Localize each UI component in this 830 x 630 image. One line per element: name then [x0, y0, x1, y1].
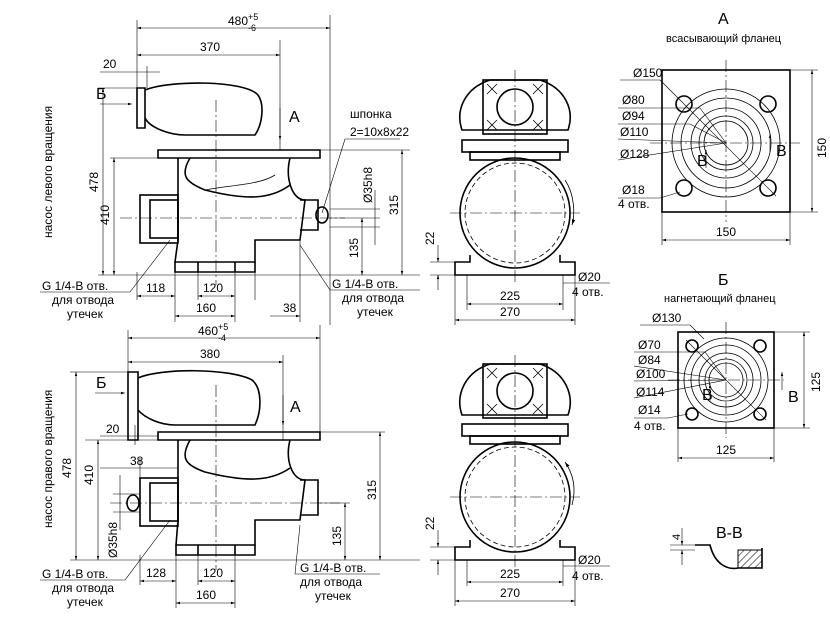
dim-38-top: 38	[283, 301, 297, 315]
hole-20-bottom: Ø20	[578, 553, 601, 567]
hole-20-top: Ø20	[578, 270, 601, 284]
section-dim-4: 4	[671, 534, 683, 540]
dim-160-top: 160	[196, 301, 216, 315]
flange-b-title: Б	[718, 272, 729, 289]
dim-478: 478	[87, 172, 101, 192]
drain-right-top-3: утечек	[357, 305, 394, 319]
drain-left-bottom-2: для отвода	[52, 581, 114, 595]
dim-270-bottom: 270	[500, 586, 520, 600]
dim-478-bottom: 478	[60, 458, 74, 478]
dim-270-top: 270	[500, 305, 520, 319]
flange-b-d84: Ø84	[638, 353, 661, 367]
section-vv: В-В 4	[670, 525, 763, 570]
dim-20-bottom: 20	[106, 422, 120, 436]
dim-480-tol-down: -6	[248, 23, 256, 33]
flange-b-section-left: В	[702, 387, 713, 404]
flange-b-holes-count: 4 отв.	[634, 419, 666, 433]
flange-b-side: 125	[809, 372, 823, 392]
section-title: В-В	[716, 525, 743, 542]
marker-b-bottom: Б	[96, 375, 107, 392]
bottom-end-view: 22 225 270 Ø20 4 отв.	[423, 355, 610, 606]
dim-380: 380	[200, 347, 220, 361]
flange-a-d110: Ø110	[620, 125, 649, 139]
drain-right-bottom-2: для отвода	[300, 575, 362, 589]
dim-410-bottom: 410	[82, 465, 96, 485]
rotation-label-right: насос правого вращения	[41, 390, 55, 528]
flange-a-section-right: В	[776, 143, 787, 160]
flange-a-d80: Ø80	[622, 93, 645, 107]
drain-left-bottom-3: утечек	[67, 595, 104, 609]
flange-a-section-left: В	[697, 153, 708, 170]
dim-118: 118	[146, 281, 165, 295]
key-title: шпонка	[350, 107, 392, 121]
drain-left-bottom-1: G 1/4-B отв.	[42, 567, 108, 581]
flange-a-side: 150	[815, 138, 829, 158]
flange-b-d114: Ø114	[636, 385, 665, 399]
flange-a-holes: Ø18	[622, 183, 645, 197]
drain-left-top-2: для отвода	[52, 293, 114, 307]
drain-left-top-3: утечек	[67, 307, 104, 321]
dim-120-top: 120	[203, 281, 223, 295]
flange-b-holes: Ø14	[638, 403, 661, 417]
holes-4-bottom: 4 отв.	[572, 569, 604, 583]
drain-left-top-1: G 1/4-B отв.	[42, 279, 108, 293]
flange-b-view: Б нагнетающий фланец Ø130 Ø70 Ø84 Ø100 Ø…	[633, 272, 823, 462]
marker-a-top: А	[289, 109, 300, 126]
dim-460-tol-down: -4	[218, 333, 226, 343]
drain-right-top-2: для отвода	[342, 291, 404, 305]
dim-225-bottom: 225	[500, 567, 520, 581]
flange-a-subtitle: всасывающий фланец	[666, 33, 782, 45]
flange-b-d100: Ø100	[636, 367, 666, 381]
flange-b-d70: Ø70	[638, 338, 661, 352]
flange-a-view: А всасывающий фланец Ø150 Ø80 Ø94 Ø110 Ø…	[617, 11, 829, 245]
dim-20-top: 20	[103, 57, 117, 71]
top-end-view: 22 225 270 Ø20 4 отв.	[423, 70, 610, 325]
dim-135: 135	[347, 238, 361, 258]
flange-a-bottom: 150	[716, 225, 736, 239]
flange-a-title: А	[718, 11, 729, 28]
drain-right-bottom-3: утечек	[315, 589, 352, 603]
dim-160-bottom: 160	[196, 588, 216, 602]
drain-right-bottom-1: G 1/4-B отв.	[300, 561, 366, 575]
drain-right-top-1: G 1/4-B отв.	[332, 277, 398, 291]
flange-b-section-right: В	[788, 389, 799, 406]
flange-b-subtitle: нагнетающий фланец	[664, 293, 776, 305]
dim-315-bottom: 315	[365, 480, 379, 500]
dim-410: 410	[98, 205, 112, 225]
flange-a-d128: Ø128	[620, 147, 650, 161]
key-spec: 2=10x8x22	[350, 125, 409, 139]
holes-4-top: 4 отв.	[572, 285, 604, 299]
marker-b-top: Б	[96, 86, 107, 103]
dim-225-top: 225	[500, 289, 520, 303]
dim-22-bottom: 22	[423, 516, 437, 530]
dim-128: 128	[146, 566, 166, 580]
dim-480-tol-up: +5	[248, 12, 258, 22]
marker-a-bottom: А	[290, 399, 301, 416]
dim-135-bottom: 135	[330, 526, 344, 546]
dim-315: 315	[387, 195, 401, 215]
bottom-side-view: насос правого вращения 460 +5 -4 380 Б А…	[40, 322, 420, 609]
flange-a-d150: Ø150	[633, 66, 663, 80]
dim-120-bottom: 120	[203, 566, 223, 580]
dim-shaft-bottom: Ø35h8	[106, 522, 120, 558]
flange-a-holes-count: 4 отв.	[618, 197, 650, 211]
rotation-label-left: насос левого вращения	[41, 106, 55, 238]
dim-22-top: 22	[423, 231, 437, 245]
dim-shaft-top: Ø35h8	[361, 167, 375, 203]
dim-460-tol-up: +5	[218, 322, 228, 332]
flange-a-d94: Ø94	[622, 109, 645, 123]
top-side-view: насос левого вращения 480 +5 -6 370 20	[40, 12, 420, 325]
flange-b-d130: Ø130	[652, 311, 682, 325]
dim-480: 480	[228, 14, 248, 28]
dim-38-bottom: 38	[130, 454, 144, 468]
dim-460: 460	[198, 324, 218, 338]
flange-b-bottom: 125	[716, 443, 736, 457]
dim-370: 370	[200, 40, 220, 54]
